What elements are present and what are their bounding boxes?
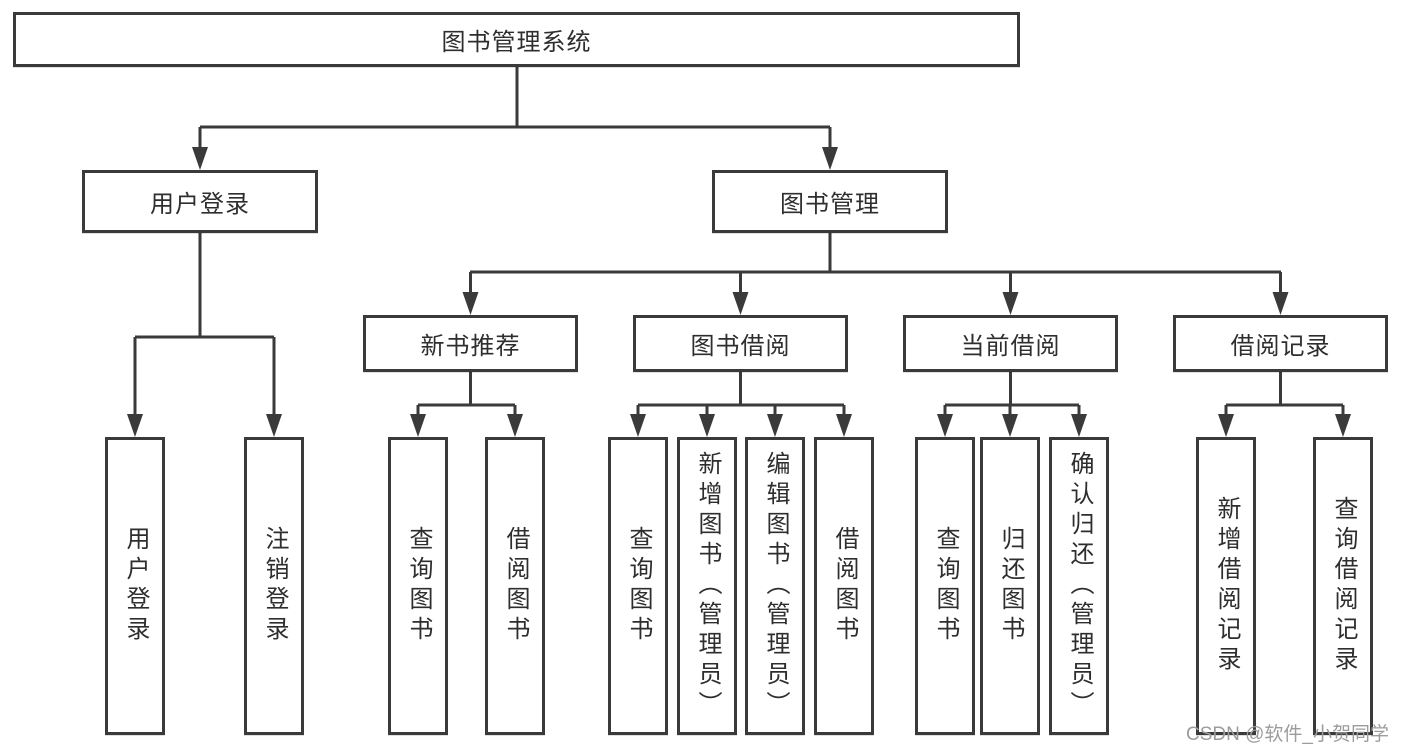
leaf-label: 查询借阅记录 xyxy=(1330,496,1357,676)
arrow-icon xyxy=(732,292,749,315)
leaf-current-return-books: 归还图书 xyxy=(980,437,1040,735)
arrow-icon xyxy=(822,147,838,170)
node-book-management-label: 图书管理 xyxy=(780,191,880,218)
leaf-label: 查询图书 xyxy=(625,526,652,646)
node-root: 图书管理系统 xyxy=(13,12,1020,67)
leaf-label: 借阅图书 xyxy=(502,526,529,646)
leaf-recommend-borrow-books: 借阅图书 xyxy=(485,437,545,735)
arrow-icon xyxy=(1002,292,1019,315)
leaf-user-login: 用户登录 xyxy=(105,437,165,735)
leaf-label: 编辑图书（管理员） xyxy=(762,451,789,721)
arrow-icon xyxy=(410,414,426,437)
arrow-icon xyxy=(767,414,783,437)
arrow-icon xyxy=(1071,414,1087,437)
arrow-icon xyxy=(266,414,282,437)
arrow-icon xyxy=(462,292,479,315)
leaf-label: 用户登录 xyxy=(122,526,149,646)
arrow-icon xyxy=(836,414,852,437)
node-user-login: 用户登录 xyxy=(82,170,318,233)
arrow-icon xyxy=(127,414,143,437)
leaf-label: 归还图书 xyxy=(997,526,1024,646)
leaf-label: 查询图书 xyxy=(932,526,959,646)
node-new-book-recommend: 新书推荐 xyxy=(363,315,578,372)
arrow-icon xyxy=(630,414,646,437)
leaf-borrow-edit-books-admin: 编辑图书（管理员） xyxy=(745,437,805,735)
arrow-icon xyxy=(1002,414,1018,437)
arrow-icon xyxy=(699,414,715,437)
leaf-logout: 注销登录 xyxy=(244,437,304,735)
leaf-borrow-borrow-books: 借阅图书 xyxy=(814,437,874,735)
leaf-current-confirm-return-admin: 确认归还（管理员） xyxy=(1049,437,1109,735)
arrow-icon xyxy=(1218,414,1234,437)
leaf-label: 新增借阅记录 xyxy=(1213,496,1240,676)
leaf-label: 借阅图书 xyxy=(831,526,858,646)
node-book-borrow: 图书借阅 xyxy=(633,315,848,372)
node-book-borrow-label: 图书借阅 xyxy=(690,333,791,360)
leaf-label: 新增图书（管理员） xyxy=(694,451,721,721)
leaf-recommend-query-books: 查询图书 xyxy=(388,437,448,735)
csdn-watermark: CSDN @软件_小贺同学 xyxy=(1186,724,1389,745)
leaf-borrow-query-books: 查询图书 xyxy=(608,437,668,735)
node-current-borrow: 当前借阅 xyxy=(903,315,1118,372)
node-book-management: 图书管理 xyxy=(712,170,948,233)
arrow-icon xyxy=(1335,414,1351,437)
node-borrow-records: 借阅记录 xyxy=(1173,315,1388,372)
leaf-label: 查询图书 xyxy=(405,526,432,646)
node-current-borrow-label: 当前借阅 xyxy=(960,333,1061,360)
leaf-current-query-books: 查询图书 xyxy=(915,437,975,735)
leaf-label: 确认归还（管理员） xyxy=(1066,451,1093,721)
arrow-icon xyxy=(507,414,523,437)
node-new-book-recommend-label: 新书推荐 xyxy=(420,333,521,360)
arrow-icon xyxy=(937,414,953,437)
node-borrow-records-label: 借阅记录 xyxy=(1230,333,1331,360)
leaf-records-add-record: 新增借阅记录 xyxy=(1196,437,1256,735)
leaf-borrow-add-books-admin: 新增图书（管理员） xyxy=(677,437,737,735)
node-user-login-label: 用户登录 xyxy=(150,191,250,218)
leaf-label: 注销登录 xyxy=(261,526,288,646)
arrow-icon xyxy=(1272,292,1289,315)
leaf-records-query-record: 查询借阅记录 xyxy=(1313,437,1373,735)
arrow-icon xyxy=(192,147,208,170)
node-root-label: 图书管理系统 xyxy=(441,29,592,56)
